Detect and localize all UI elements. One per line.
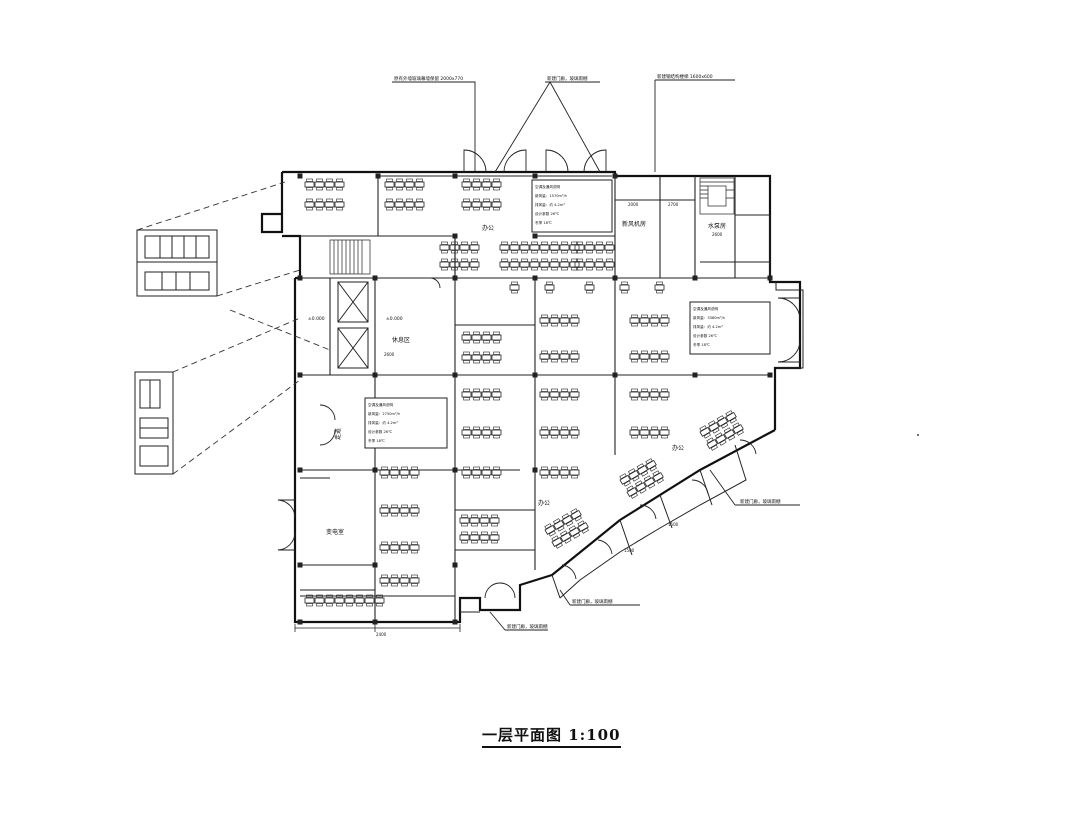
note-center: 空调及通风说明 新风量：2750m³/h 排风量：约 4.2m³ 设计参数 26…	[368, 402, 400, 443]
note-right-line-0: 空调及通风说明	[693, 306, 719, 311]
inner-wall-lines	[300, 175, 771, 622]
note-top: 空调及通风说明 新风量：1570m³/h 排风量：约 4.2m³ 设计参数 26…	[535, 184, 567, 225]
callout-bottom-center: 新建门廊，玻璃雨棚	[507, 623, 548, 630]
stair-top-right	[699, 177, 735, 215]
workstations-diagonal	[544, 410, 745, 549]
note-top-line-2: 排风量：约 4.2m³	[535, 202, 565, 207]
label-office-top: 办公	[482, 224, 494, 232]
stair-top-left	[329, 239, 371, 275]
stray-dot	[917, 434, 919, 436]
note-center-line-1: 新风量：2750m³/h	[368, 411, 400, 416]
callout-top-right: 新建钢结构楼梯 1600x600	[657, 73, 713, 80]
note-top-line-1: 新风量：1570m³/h	[535, 193, 567, 198]
elevation-marks: ±0.000 ±0.000	[308, 316, 403, 322]
dim-top-a: 2000	[628, 202, 639, 207]
callout-bottom-left: 新建门廊，玻璃雨棚	[572, 598, 613, 605]
note-center-line-0: 空调及通风说明	[368, 402, 394, 407]
elevation-lobby: ±0.000	[308, 316, 325, 322]
dimension-texts: 2000 2700 2600 2600 1500 1500 2400	[376, 202, 723, 637]
dim-door-a: 1500	[624, 548, 635, 553]
dim-top-b: 2700	[668, 202, 679, 207]
callout-leaders	[392, 79, 800, 631]
dim-pump: 2600	[712, 232, 723, 237]
detail-leader-lines	[136, 181, 331, 475]
note-right: 空调及通风说明 新风量：3380m³/h 排风量：约 4.2m³ 设计参数 26…	[693, 306, 725, 347]
note-right-line-2: 排风量：约 4.2m³	[693, 324, 723, 329]
callout-top-center: 新建门廊，玻璃雨棚	[547, 75, 588, 82]
note-boxes	[364, 179, 771, 449]
outer-walls	[260, 170, 802, 624]
workstations	[305, 179, 669, 606]
porch-outlines	[459, 282, 804, 613]
dim-rest: 2600	[384, 352, 395, 357]
callout-texts: 原有外墙玻璃幕墙保留 2000x770 新建门廊，玻璃雨棚 新建钢结构楼梯 16…	[394, 73, 781, 630]
elevation-corridor: ±0.000	[386, 316, 403, 322]
note-right-line-3: 设计参数 26℃	[693, 333, 717, 338]
detail-inset-left	[134, 371, 174, 475]
note-center-line-4: 冬季 18℃	[368, 438, 385, 443]
note-center-line-2: 排风量：约 4.2m³	[368, 420, 398, 425]
note-center-line-3: 设计参数 26℃	[368, 429, 392, 434]
dim-door-b: 1500	[668, 522, 679, 527]
callout-top-left: 原有外墙玻璃幕墙保留 2000x770	[394, 75, 463, 82]
drawing-title: 一层平面图 1:100	[482, 724, 621, 748]
note-top-line-0: 空调及通风说明	[535, 184, 561, 189]
label-water-room: 水泵房	[708, 222, 726, 230]
dimension-line	[294, 624, 461, 632]
label-substation: 变电室	[326, 528, 344, 536]
note-top-line-4: 冬季 18℃	[535, 220, 552, 225]
label-air-room: 新风机房	[622, 220, 646, 228]
note-right-line-1: 新风量：3380m³/h	[693, 315, 725, 320]
label-office-center: 办公	[538, 499, 550, 507]
note-right-line-4: 冬季 18℃	[693, 342, 710, 347]
callout-right: 新建门廊，玻璃雨棚	[740, 498, 781, 505]
dim-bottom: 2400	[376, 632, 387, 637]
note-top-line-3: 设计参数 26℃	[535, 211, 559, 216]
label-corridor: 走道	[334, 428, 342, 440]
doors	[277, 149, 801, 599]
room-labels: 办公 办公 办公 休息区 变电室 新风机房 水泵房 走道	[326, 220, 726, 536]
detail-inset-top	[136, 229, 218, 297]
label-office-bottom: 办公	[672, 444, 684, 452]
elevator-shafts	[337, 281, 369, 369]
label-rest-area: 休息区	[392, 336, 410, 344]
